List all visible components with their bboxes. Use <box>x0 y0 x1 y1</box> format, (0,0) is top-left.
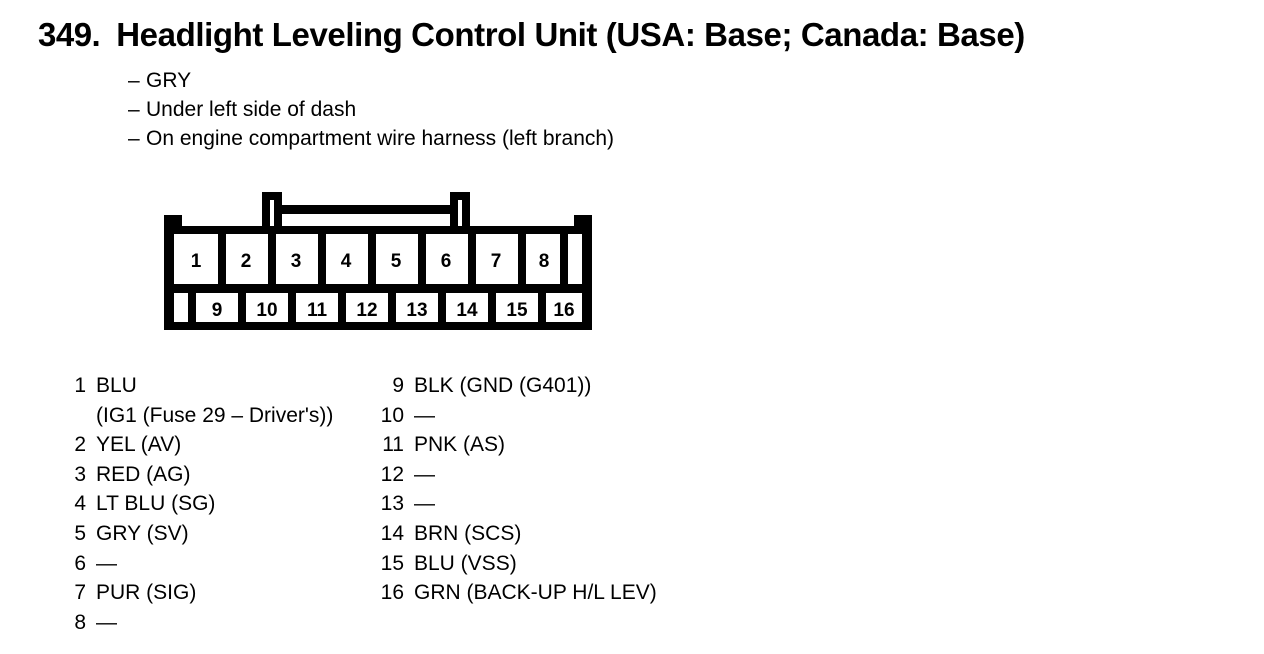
note-item: – On engine compartment wire harness (le… <box>128 124 614 153</box>
connector-body <box>164 215 592 330</box>
pin-legend-index: 15 <box>380 551 404 575</box>
connector-pin-13: 13 <box>406 300 427 321</box>
pin-legend-text: YEL (AV) <box>96 433 182 457</box>
pin-legend-index: 4 <box>74 492 86 516</box>
pin-legend-text: BRN (SCS) <box>414 521 522 545</box>
note-item: – GRY <box>128 66 614 95</box>
note-item: – Under left side of dash <box>128 95 614 124</box>
connector-pin-9: 9 <box>212 300 223 321</box>
pin-legend-index: 9 <box>392 374 404 397</box>
connector-pin-11: 11 <box>307 300 328 321</box>
pin-legend-text: BLU <box>96 374 137 397</box>
pin-legend-text: — <box>414 492 435 516</box>
pin-legend-column-right: 9 BLK (GND (G401)) 10 — 11 PNK (AS) 12 —… <box>378 371 657 608</box>
page-title-number: 349. <box>38 16 101 53</box>
pin-legend-row: 15 BLU (VSS) <box>378 549 657 579</box>
pin-legend-index: 12 <box>380 462 404 486</box>
connector-notes-list: – GRY – Under left side of dash – On eng… <box>128 66 614 153</box>
pin-legend-row: 9 BLK (GND (G401)) <box>378 371 657 401</box>
pin-legend-index: 16 <box>380 581 404 605</box>
pin-legend-index: 2 <box>74 433 86 457</box>
pin-legend-index: 1 <box>74 374 86 397</box>
pin-legend-row: 11 PNK (AS) <box>378 430 657 460</box>
connector-latch <box>262 192 470 232</box>
pin-legend-index: 3 <box>74 462 86 486</box>
note-text: On engine compartment wire harness (left… <box>146 127 615 150</box>
note-dash: – <box>128 69 140 92</box>
pin-legend-text: BLU (VSS) <box>414 551 517 575</box>
connector-bottom-row-labels: 9 10 11 12 13 14 15 16 <box>212 300 575 321</box>
note-dash: – <box>128 98 140 121</box>
connector-pin-1: 1 <box>191 251 202 272</box>
connector-pin-8: 8 <box>539 251 550 272</box>
connector-pin-10: 10 <box>256 300 277 321</box>
pin-legend-row: 8 — <box>60 608 333 638</box>
pin-legend-index: 6 <box>74 551 86 575</box>
pin-legend-row: 16 GRN (BACK-UP H/L LEV) <box>378 578 657 608</box>
connector-pin-16: 16 <box>553 300 574 321</box>
connector-pin-15: 15 <box>506 300 528 321</box>
connector-diagram: 1 2 3 4 5 6 7 8 9 10 11 12 13 14 15 16 <box>160 188 596 338</box>
pin-legend-row: 3 RED (AG) <box>60 460 333 490</box>
connector-bottom-row-dividers <box>188 293 546 322</box>
page-title-text: Headlight Leveling Control Unit (USA: Ba… <box>116 16 1025 53</box>
pin-legend-row: 7 PUR (SIG) <box>60 578 333 608</box>
connector-pin-7: 7 <box>491 251 502 272</box>
pin-legend-row: 5 GRY (SV) <box>60 519 333 549</box>
pin-legend-text: RED (AG) <box>96 462 191 486</box>
pin-legend-text: GRN (BACK-UP H/L LEV) <box>414 581 657 605</box>
pin-legend-row: 2 YEL (AV) <box>60 430 333 460</box>
pin-legend-row: 14 BRN (SCS) <box>378 519 657 549</box>
pin-legend-row: 6 — <box>60 549 333 579</box>
pin-legend-row: 10 — <box>378 401 657 431</box>
pin-legend-column-left: 1 BLU (IG1 (Fuse 29 – Driver's)) 2 YEL (… <box>60 371 333 637</box>
pin-legend-index: 7 <box>74 581 86 605</box>
pin-legend-row: 13 — <box>378 489 657 519</box>
pin-legend-index: 13 <box>380 492 404 516</box>
note-text: GRY <box>146 69 192 92</box>
pin-legend-text: BLK (GND (G401)) <box>414 374 592 397</box>
pin-legend-index: 8 <box>74 610 86 634</box>
pin-legend-text: LT BLU (SG) <box>96 492 216 516</box>
connector-pin-2: 2 <box>241 251 252 272</box>
pin-legend-text: PNK (AS) <box>414 433 506 457</box>
pin-legend-row: 12 — <box>378 460 657 490</box>
connector-pin-6: 6 <box>441 251 452 272</box>
pin-legend-index: 10 <box>380 403 404 427</box>
pin-legend-subtext: (IG1 (Fuse 29 – Driver's)) <box>96 403 334 427</box>
connector-top-row-dividers <box>218 234 568 284</box>
connector-pin-14: 14 <box>456 300 478 321</box>
pin-legend-text: — <box>96 610 117 634</box>
connector-pin-12: 12 <box>356 300 377 321</box>
connector-top-row-labels: 1 2 3 4 5 6 7 8 <box>191 251 550 272</box>
pin-legend-index: 14 <box>380 521 404 545</box>
pin-legend-row: 1 BLU <box>60 371 333 401</box>
pin-legend-row: 4 LT BLU (SG) <box>60 489 333 519</box>
page-title: 349. Headlight Leveling Control Unit (US… <box>38 16 1025 54</box>
pin-legend-text: — <box>414 462 435 486</box>
connector-pin-5: 5 <box>391 251 402 272</box>
connector-pin-3: 3 <box>291 251 302 272</box>
pin-legend-text: GRY (SV) <box>96 521 189 545</box>
note-dash: – <box>128 127 140 150</box>
connector-pin-4: 4 <box>341 251 352 272</box>
pin-legend-index: 11 <box>382 433 404 457</box>
pin-legend-text: PUR (SIG) <box>96 581 197 605</box>
pin-legend-index: 5 <box>74 521 86 545</box>
pin-legend-text: — <box>414 403 435 427</box>
note-text: Under left side of dash <box>146 98 357 121</box>
pin-legend-text: — <box>96 551 117 575</box>
